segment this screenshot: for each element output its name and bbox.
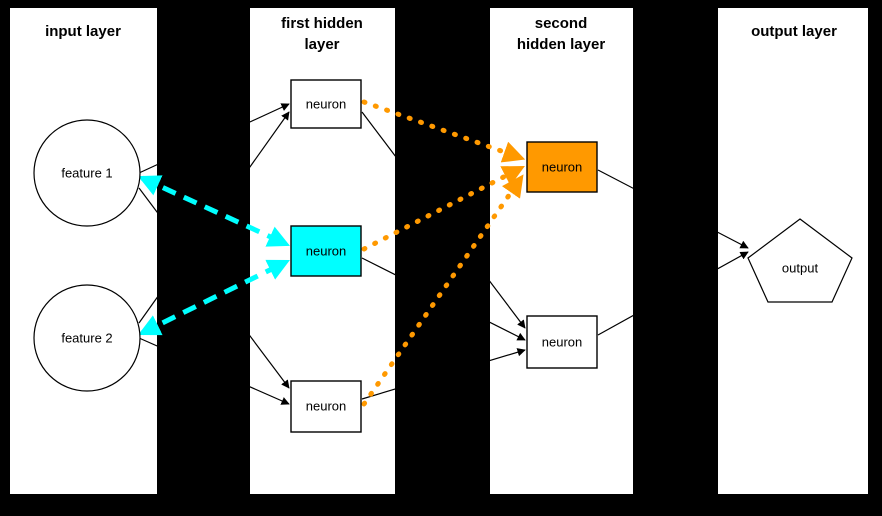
node-h1-bottom[interactable]: neuron (290, 380, 362, 433)
edge-h2top-output (597, 169, 749, 249)
edge-h1mid-h2bottom (361, 257, 526, 341)
output-label: output (782, 260, 819, 275)
h1-mid-box[interactable] (290, 225, 362, 277)
edge-highlight-h1bottom-h2top (361, 174, 524, 407)
edge-highlight-h1top-h2top (361, 99, 526, 163)
h2-top-box[interactable] (526, 141, 598, 193)
edge-highlight-feature1-h1mid (138, 175, 290, 247)
feature-1-circle[interactable] (33, 119, 141, 227)
edge-h1bottom-h2bottom (361, 348, 526, 400)
h1-top-box[interactable] (290, 79, 362, 129)
h1-mid-label: neuron (306, 243, 346, 258)
node-h2-top[interactable]: neuron (526, 141, 598, 193)
feature-2-label: feature 2 (61, 330, 112, 345)
h2-bottom-label: neuron (542, 334, 582, 349)
title-second-hidden-layer-line1: second (535, 15, 588, 32)
highlight-edges-cyan (138, 175, 290, 336)
output-pentagon[interactable] (747, 218, 853, 303)
title-first-hidden-layer-line1: first hidden (281, 15, 363, 32)
edges-hidden2-to-output (597, 169, 749, 336)
panel-input-layer (10, 8, 157, 494)
title-second-hidden-layer-line2: hidden layer (517, 36, 606, 53)
h1-bottom-label: neuron (306, 398, 346, 413)
h2-bottom-box[interactable] (526, 315, 598, 369)
panel-second-hidden-layer (490, 8, 633, 494)
node-feature-2[interactable]: feature 2 (33, 284, 141, 392)
edge-highlight-h1mid-h2top (361, 165, 525, 252)
h1-top-label: neuron (306, 96, 346, 111)
edge-feature2-h1bottom (138, 337, 290, 405)
edge-h2bottom-output (597, 251, 749, 336)
node-output[interactable]: output (747, 218, 853, 303)
node-feature-1[interactable]: feature 1 (33, 119, 141, 227)
edge-feature1-h1top (138, 103, 290, 174)
node-h2-bottom[interactable]: neuron (526, 315, 598, 369)
edge-h1top-h2bottom (361, 111, 526, 329)
title-output-layer: output layer (751, 23, 837, 40)
edge-highlight-feature2-h1mid (138, 259, 290, 336)
h1-bottom-box[interactable] (290, 380, 362, 433)
node-h1-top[interactable]: neuron (290, 79, 362, 129)
edges-hidden1-to-hidden2 (361, 111, 526, 400)
title-first-hidden-layer-line2: layer (304, 36, 339, 53)
title-input-layer: input layer (45, 23, 121, 40)
node-h1-mid[interactable]: neuron (290, 225, 362, 277)
feature-2-circle[interactable] (33, 284, 141, 392)
highlight-edges-orange (361, 99, 526, 407)
feature-1-label: feature 1 (61, 165, 112, 180)
h2-top-label: neuron (542, 159, 582, 174)
